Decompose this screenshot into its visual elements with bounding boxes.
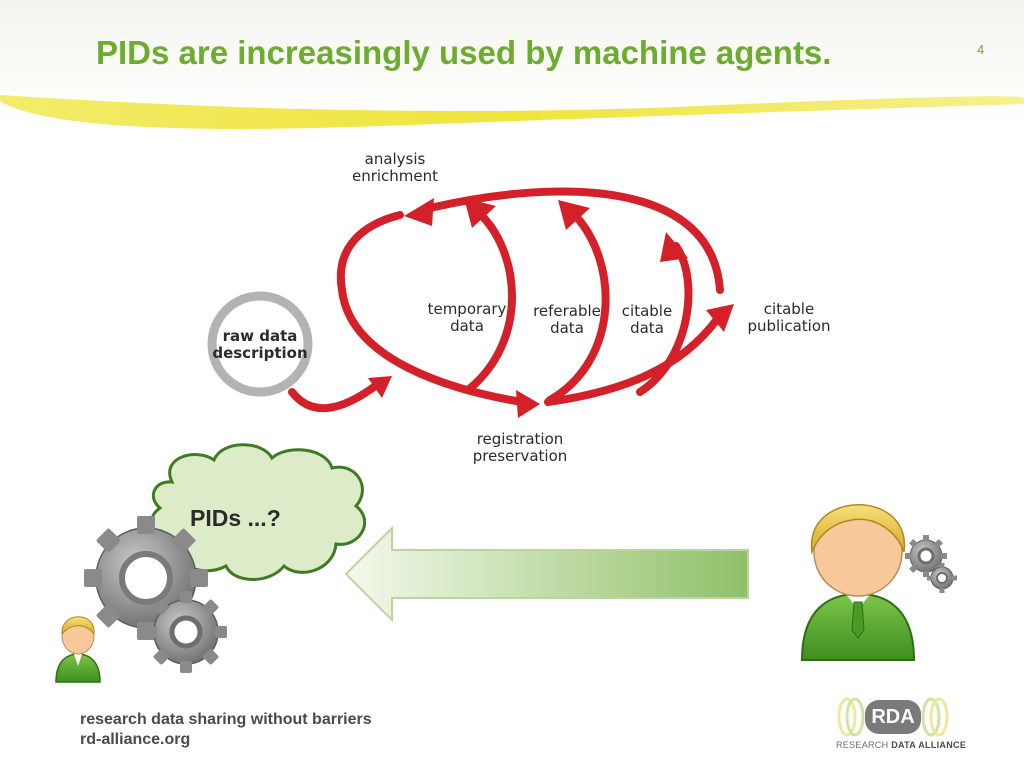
label-registration: registration <box>476 430 564 448</box>
page-title: PIDs are increasingly used by machine ag… <box>96 34 832 71</box>
arrow-main-loop <box>336 211 526 406</box>
arrow-referable <box>546 208 610 404</box>
label-citable: citable <box>621 302 673 320</box>
label-citable-data: citable data <box>614 303 680 337</box>
arrow-top-arc <box>426 187 724 294</box>
thought-bubble-text: PIDs ...? <box>190 505 281 531</box>
gear-icon-right-small <box>927 563 957 593</box>
raw-data-circle <box>207 291 313 397</box>
arrowhead-temporary <box>464 198 496 228</box>
rda-sub-research: RESEARCH <box>836 740 889 750</box>
label-citable-sub: data <box>630 319 664 337</box>
arrowhead-referable <box>558 200 590 230</box>
label-temporary: temporary <box>427 300 507 318</box>
rda-logo-subtitle: RESEARCH DATA ALLIANCE <box>836 740 966 750</box>
small-person-icon <box>55 616 101 683</box>
rda-logo-text: RDA <box>871 706 915 728</box>
label-referable-sub: data <box>550 319 584 337</box>
label-temporary-sub: data <box>450 317 484 335</box>
footer-url[interactable]: rd-alliance.org <box>80 731 191 748</box>
label-raw: raw data <box>222 327 298 345</box>
label-registration-preservation: registration preservation <box>460 431 580 465</box>
label-analysis: analysis <box>364 150 426 168</box>
label-temporary-data: temporary data <box>420 301 514 335</box>
footer-tagline: research data sharing without barriers <box>80 711 372 728</box>
arrowhead-citable <box>660 232 688 262</box>
label-preservation: preservation <box>472 447 568 465</box>
label-citable-pub: citable <box>763 300 815 318</box>
small-gear-left <box>145 591 227 673</box>
label-publication: publication <box>747 317 831 335</box>
arrow-temporary <box>464 208 516 394</box>
arrowhead-raw <box>368 376 392 398</box>
arrowhead-publication <box>706 304 734 332</box>
label-enrichment: enrichment <box>351 167 439 185</box>
header-swoosh <box>0 95 1024 129</box>
page-number: 4 <box>977 42 985 57</box>
person-icon <box>800 504 916 661</box>
label-citable-publication: citable publication <box>736 301 842 335</box>
label-analysis-enrichment: analysis enrichment <box>336 151 454 185</box>
label-description: description <box>212 344 308 362</box>
arrow-citable <box>636 242 693 396</box>
lifecycle-arrows <box>288 187 724 413</box>
label-referable: referable <box>533 302 601 320</box>
rda-sub-alliance: DATA ALLIANCE <box>891 740 967 750</box>
rda-logo <box>837 697 949 737</box>
arrow-raw-to-cycle <box>288 380 382 413</box>
label-raw-data: raw data description <box>206 328 314 362</box>
arrowhead-registration <box>516 390 540 418</box>
arrow-to-publication <box>544 314 722 406</box>
arrowhead-analysis <box>404 198 434 226</box>
arrow-heads <box>368 198 734 418</box>
label-referable-data: referable data <box>526 303 608 337</box>
big-left-arrow <box>344 525 749 623</box>
